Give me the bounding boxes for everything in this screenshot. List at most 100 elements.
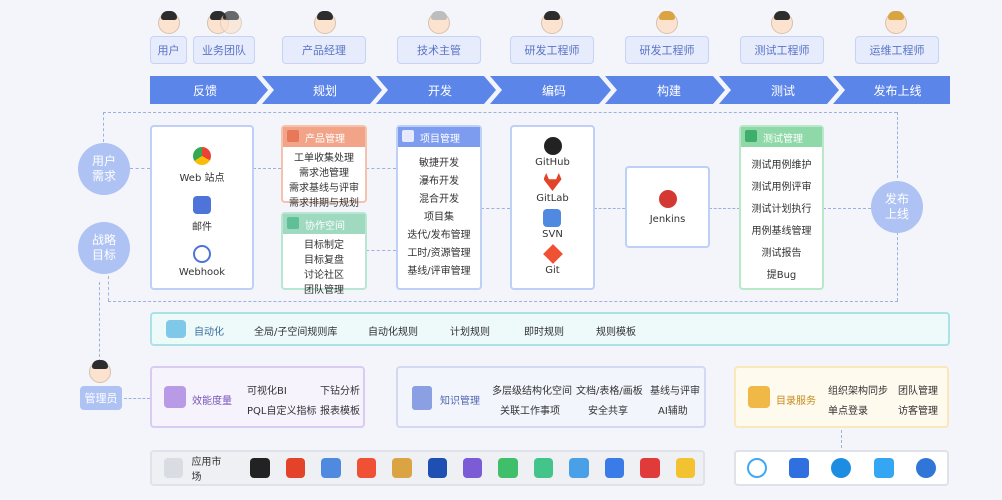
link-icon [321, 458, 341, 478]
bulb-icon [675, 458, 695, 478]
c2 [253, 168, 281, 169]
c6 [594, 208, 625, 209]
phase-feedback: 反馈 [192, 83, 217, 98]
test-item: 测试用例维护 [751, 160, 812, 171]
role-dev-engineer-2: 研发工程师 [625, 36, 709, 64]
phase-testing: 测试 [770, 83, 795, 98]
knowledge-item: 文档/表格/画板 [576, 386, 643, 397]
test-header: 测试管理 [741, 127, 822, 147]
bubble-line: 战略 [91, 233, 116, 247]
collab-panel: 协作空间 目标制定 目标复盘 讨论社区 团队管理 [281, 212, 367, 296]
phase-coding: 编码 [541, 83, 566, 98]
jenkins-icon [658, 190, 677, 208]
project-item: 基线/评审管理 [407, 266, 471, 277]
jenkins-icon [392, 458, 412, 478]
role-dev-engineer: 研发工程师 [510, 36, 594, 64]
check-icon [498, 458, 518, 478]
metrics-item: 下钻分析 [320, 386, 360, 397]
automation-item: 计划规则 [450, 327, 490, 338]
handshake-icon [287, 217, 299, 229]
checklist-icon [402, 130, 414, 142]
channel-mail: 邮件 [192, 222, 212, 233]
project-item: 项目集 [424, 212, 454, 223]
test-item: 用例基线管理 [751, 226, 812, 237]
metrics-title: 效能度量 [192, 396, 232, 407]
chrome-icon [192, 147, 211, 165]
tools-icon [748, 386, 770, 408]
c4 [366, 250, 396, 251]
project-item: 混合开发 [419, 194, 459, 205]
test-item: 提Bug [766, 270, 797, 281]
collab-item: 讨论社区 [304, 270, 344, 281]
bottom-right-line [897, 232, 898, 301]
bubble-line: 用户 [91, 154, 116, 168]
bubble-line: 目标 [91, 248, 116, 262]
role-tech-lead: 技术主管 [397, 36, 481, 64]
metrics-item: 可视化BI [247, 386, 287, 397]
knowledge-item: AI辅助 [658, 406, 688, 417]
channel-web: Web 站点 [179, 173, 225, 184]
tech-lead-avatar [428, 11, 450, 34]
cursor-icon [789, 458, 810, 478]
test-title: 测试管理 [763, 133, 803, 145]
collab-item: 目标复盘 [304, 255, 344, 266]
project-item: 迭代/发布管理 [407, 230, 471, 241]
collab-title: 协作空间 [305, 220, 345, 232]
role-user: 用户 [150, 36, 187, 64]
right-loop-line [897, 112, 898, 178]
directory-item: 单点登录 [828, 406, 868, 417]
product-panel: 产品管理 工单收集处理 需求池管理 需求基线与评审 需求排期与规划 [281, 125, 367, 209]
globe-icon [915, 458, 936, 478]
automation-item: 全局/子空间规则库 [254, 327, 338, 338]
channels-panel: Web 站点 邮件 Webhook [150, 125, 254, 290]
product-item: 工单收集处理 [294, 153, 354, 164]
market-title: 应用市场 [191, 457, 222, 483]
knowledge-title: 知识管理 [440, 396, 480, 407]
bag-icon [164, 458, 184, 478]
phase-chevrons [150, 76, 950, 104]
app-market-bar: 应用市场 [150, 450, 705, 486]
bubble-line: 发布 [884, 192, 909, 206]
c1 [130, 168, 150, 169]
role-business-team: 业务团队 [193, 36, 255, 64]
directory-apps-bar [734, 450, 949, 486]
test-panel: 测试管理 测试用例维护 测试用例评审 测试计划执行 用例基线管理 测试报告 提B… [739, 125, 824, 290]
mail-icon [193, 196, 211, 214]
project-item: 瀑布开发 [419, 176, 459, 187]
robot-icon [166, 320, 186, 338]
bubble-line: 上线 [884, 207, 909, 221]
admin-to-metrics-line [124, 398, 150, 399]
admin-avatar [89, 360, 111, 383]
monitor-icon [462, 458, 483, 478]
scm-git: Git [545, 265, 560, 276]
git-icon [356, 458, 377, 478]
g-icon [640, 458, 660, 478]
doc-icon [533, 458, 554, 478]
automation-item: 即时规则 [524, 327, 564, 338]
pm-avatar [314, 11, 336, 34]
c5 [481, 208, 510, 209]
git-icon [542, 244, 563, 264]
directory-line [841, 430, 842, 448]
bubble-line: 需求 [91, 169, 116, 183]
test-item: 测试计划执行 [751, 204, 812, 215]
scm-svn: SVN [542, 229, 563, 240]
github-icon [250, 458, 270, 478]
channel-webhook: Webhook [178, 267, 226, 278]
automation-item: 规则模板 [596, 327, 636, 338]
scm-github: GitHub [535, 157, 570, 168]
c7 [709, 208, 740, 209]
product-title: 产品管理 [305, 133, 345, 145]
metrics-item: PQL自定义指标 [247, 406, 317, 417]
knowledge-item: 多层级结构化空间 [492, 386, 572, 397]
automation-bar: 自动化 全局/子空间规则库 自动化规则 计划规则 即时规则 规则模板 [150, 312, 950, 346]
bubble-release: 发布 上线 [871, 181, 923, 233]
phase-release: 发布上线 [873, 83, 922, 98]
dev-avatar [541, 11, 563, 34]
role-qa-engineer: 测试工程师 [740, 36, 824, 64]
top-loop-line [103, 112, 897, 113]
scm-panel: GitHub GitLab SVN Git [510, 125, 595, 290]
directory-item: 团队管理 [898, 386, 938, 397]
gitlab-icon [543, 173, 562, 191]
bottom-left-line [108, 276, 109, 301]
